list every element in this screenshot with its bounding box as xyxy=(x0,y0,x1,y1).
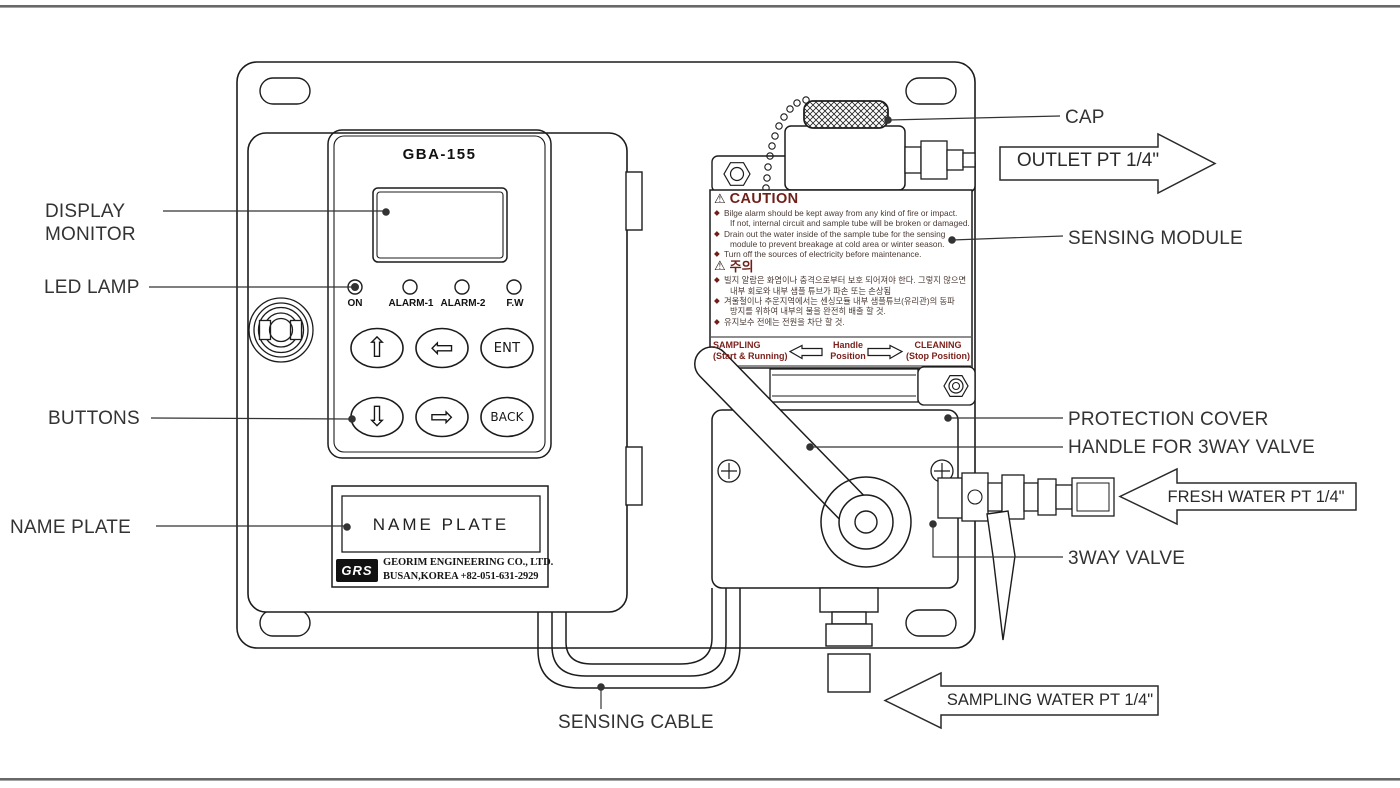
warning-triangle-icon: ⚠ xyxy=(714,192,726,207)
fresh-water-label: FRESH WATER PT 1/4" xyxy=(1167,488,1345,506)
model-label: GBA-155 xyxy=(402,146,477,163)
up-button-icon: ⇧ xyxy=(365,331,389,364)
sampling-position-label: SAMPLING (Start & Running) xyxy=(713,340,788,361)
name-plate-outline xyxy=(331,485,549,588)
outlet-fitting xyxy=(904,140,976,180)
callout-sensing-module: SENSING MODULE xyxy=(1068,228,1243,249)
sensing-module xyxy=(709,96,976,406)
callout-display-monitor: DISPLAY MONITOR xyxy=(45,201,136,245)
sampling-water-arrow xyxy=(883,671,1159,730)
ent-button-label: ENT xyxy=(493,340,521,356)
caution-sticker xyxy=(709,189,973,369)
key-lock xyxy=(248,297,314,363)
fresh-water-arrow xyxy=(1118,467,1357,526)
callout-protection-cover: PROTECTION COVER xyxy=(1068,409,1269,430)
led-alarm1 xyxy=(402,279,418,295)
bottom-rule xyxy=(0,778,1400,781)
valve-lever xyxy=(986,510,1016,641)
sampling-water-label: SAMPLING WATER PT 1/4" xyxy=(946,691,1154,709)
led-alarm2 xyxy=(454,279,470,295)
top-rule xyxy=(0,5,1400,8)
callout-name-plate: NAME PLATE xyxy=(10,517,131,538)
company-info: GEORIM ENGINEERING CO., LTD. BUSAN,KOREA… xyxy=(383,557,554,582)
hinge-tab-top xyxy=(625,171,643,231)
chain xyxy=(762,96,810,192)
flow-arrows xyxy=(883,132,1357,730)
grs-logo: GRS xyxy=(336,559,378,582)
outlet-arrow xyxy=(999,132,1217,195)
back-button-label: BACK xyxy=(490,410,524,424)
callout-led-lamp: LED LAMP xyxy=(44,277,140,298)
enclosure-door xyxy=(247,132,643,613)
button-up xyxy=(350,327,404,369)
sensor-body xyxy=(784,125,906,191)
cleaning-position-label: CLEANING (Stop Position) xyxy=(906,340,970,361)
display-monitor xyxy=(372,187,508,263)
right-bracket xyxy=(917,366,976,406)
left-button-icon: ⇦ xyxy=(430,331,454,364)
sampling-inlet-fitting xyxy=(819,587,879,693)
led-alarm1-label: ALARM-1 xyxy=(388,298,434,309)
caution-label-content: ⚠ CAUTION ◆Bilge alarm should be kept aw… xyxy=(714,191,970,327)
button-back xyxy=(480,396,534,438)
handle-position-band: SAMPLING (Start & Running) Handle Positi… xyxy=(710,339,972,365)
outlet-label: OUTLET PT 1/4" xyxy=(1016,150,1160,171)
slot-bar xyxy=(769,368,919,403)
callout-cap: CAP xyxy=(1065,107,1105,128)
button-ent xyxy=(480,327,534,369)
control-panel xyxy=(327,129,552,459)
led-fw-label: F.W xyxy=(506,298,524,309)
handle-position-label: Handle Position xyxy=(830,340,866,361)
handle-left-arrow-icon xyxy=(788,344,823,360)
button-left xyxy=(415,327,469,369)
warning-triangle-icon: ⚠ xyxy=(714,259,726,275)
led-fw xyxy=(506,279,522,295)
hinge-tab-bottom xyxy=(625,446,643,506)
fresh-water-fitting xyxy=(937,472,1115,522)
caution-heading-ko: ⚠ 주의 xyxy=(714,258,754,275)
led-on-label: ON xyxy=(347,298,363,309)
sensing-cable-lines xyxy=(537,588,741,689)
valve-assembly xyxy=(694,346,1115,693)
led-alarm2-label: ALARM-2 xyxy=(440,298,486,309)
caution-heading-en: ⚠ CAUTION xyxy=(714,191,799,208)
name-plate-text: NAME PLATE xyxy=(372,514,510,534)
callout-leaders xyxy=(149,115,1064,709)
handle-right-arrow-icon xyxy=(867,344,904,360)
down-button-icon: ⇩ xyxy=(365,400,389,433)
callout-handle-3way-valve: HANDLE FOR 3WAY VALVE xyxy=(1068,437,1316,458)
callout-buttons: BUTTONS xyxy=(48,408,140,429)
bracket-bolt xyxy=(723,162,751,186)
callout-3way-valve: 3WAY VALVE xyxy=(1068,548,1186,569)
callout-sensing-cable: SENSING CABLE xyxy=(558,712,714,733)
button-right xyxy=(415,396,469,438)
right-button-icon: ⇨ xyxy=(430,400,454,433)
